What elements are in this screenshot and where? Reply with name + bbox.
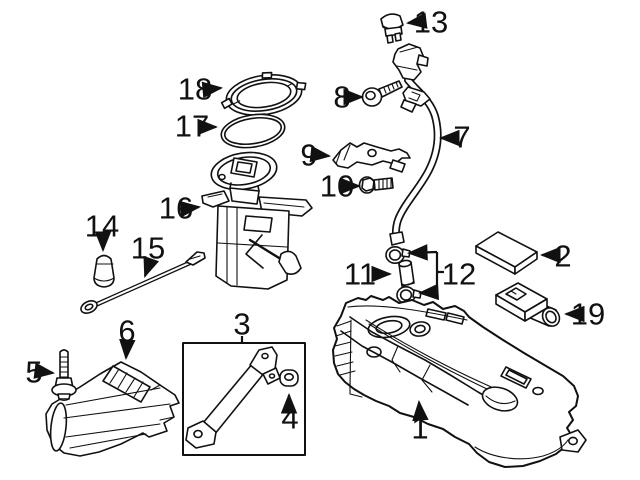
bracket-bolt-drawing: [358, 176, 394, 194]
callout-11-label: 11: [344, 257, 376, 292]
callout-12-label: 12: [442, 257, 476, 292]
callout-6[interactable]: 6: [118, 314, 136, 361]
callout-15-label: 15: [131, 231, 165, 266]
connector-hose-drawing: [398, 259, 415, 287]
strap-box: [182, 342, 306, 456]
callout-8[interactable]: 8: [333, 80, 365, 115]
lock-ring-drawing: [220, 71, 307, 121]
pump-control-module-drawing: [495, 282, 561, 327]
callout-5-label: 5: [25, 355, 42, 390]
pipe-screw-drawing: [361, 80, 403, 107]
callout-14[interactable]: 14: [85, 209, 119, 253]
callout-7-label: 7: [453, 120, 470, 155]
callout-14-label: 14: [85, 209, 119, 244]
callout-6-label: 6: [118, 314, 135, 349]
breather-valve-drawing: [380, 13, 404, 44]
callout-17-label: 17: [175, 109, 209, 144]
callout-13[interactable]: 13: [405, 5, 448, 40]
pipe-bracket-drawing: [332, 142, 411, 173]
callout-7[interactable]: 7: [438, 120, 471, 155]
callout-3-label: 3: [233, 307, 250, 342]
callout-19-label: 19: [571, 297, 605, 332]
callout-3[interactable]: 3: [233, 307, 251, 344]
callout-10-label: 10: [320, 169, 354, 204]
callout-9-label: 9: [300, 138, 317, 173]
callout-11[interactable]: 11: [344, 257, 393, 292]
fuel-tank-drawing: [332, 295, 587, 468]
callout-4[interactable]: 4: [280, 392, 299, 436]
callout-1[interactable]: 1: [411, 399, 429, 446]
callout-2-label: 2: [554, 239, 571, 274]
filler-pipe-drawing: [389, 43, 442, 246]
callouts: 1 2 3 4 5 6 7 8: [25, 5, 605, 446]
callout-5[interactable]: 5: [25, 355, 56, 390]
callout-17[interactable]: 17: [175, 109, 219, 144]
callout-18[interactable]: 18: [178, 72, 224, 107]
callout-9[interactable]: 9: [300, 138, 332, 173]
callout-10[interactable]: 10: [320, 169, 362, 204]
callout-12[interactable]: 12: [406, 244, 476, 301]
tank-strap-drawing: [185, 346, 281, 449]
shield-bolt-drawing: [51, 349, 77, 402]
callout-16-label: 16: [159, 191, 193, 226]
callout-1-label: 1: [411, 411, 428, 446]
callout-13-label: 13: [414, 5, 448, 40]
pump-seal-drawing: [220, 113, 286, 149]
mounting-pad-drawing: [475, 231, 538, 275]
callout-8-label: 8: [333, 80, 350, 115]
callout-16[interactable]: 16: [159, 191, 202, 226]
callout-18-label: 18: [178, 72, 212, 107]
heat-shield-drawing: [45, 361, 180, 457]
sender-rod-drawing: [80, 251, 206, 314]
callout-19[interactable]: 19: [563, 297, 605, 332]
rubber-plug-drawing: [93, 254, 115, 288]
callout-4-label: 4: [281, 401, 298, 436]
fuel-pump-module-drawing: [201, 151, 313, 290]
callout-15[interactable]: 15: [131, 231, 165, 278]
grommet-drawing: [279, 369, 299, 387]
callout-2[interactable]: 2: [539, 239, 572, 274]
